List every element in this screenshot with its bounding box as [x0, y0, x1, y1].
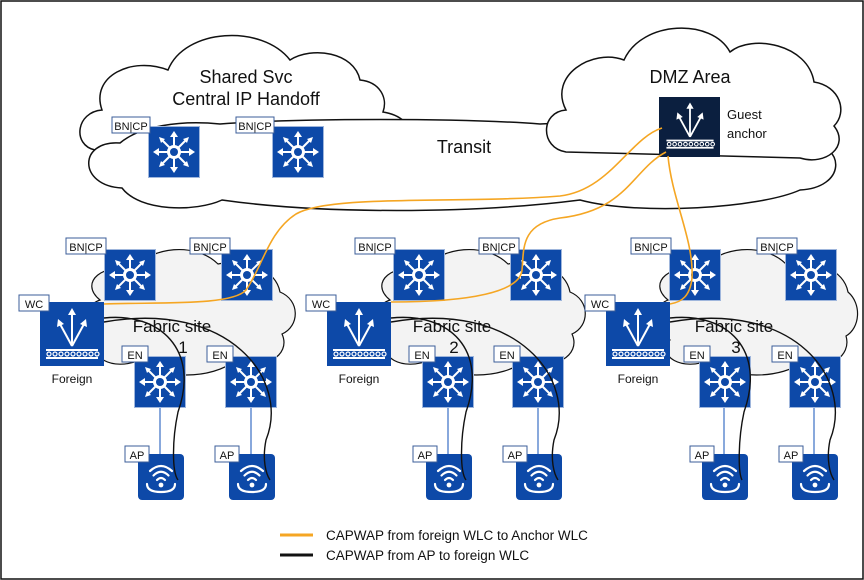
foreign-label: Foreign: [339, 372, 380, 386]
legend-black-label: CAPWAP from AP to foreign WLC: [326, 548, 529, 563]
router-hub-icon: [669, 249, 721, 301]
fabric-site-1-title: Fabric site: [133, 317, 211, 336]
capwap-ap-to-foreign-links: [103, 316, 836, 481]
wc-label: WC: [25, 299, 43, 311]
dmz-cloud: [545, 27, 842, 161]
guest-anchor-wlc: Guest anchor: [659, 97, 767, 157]
router-hub-icon: [272, 126, 324, 178]
en-label: EN: [212, 350, 227, 362]
fabric-site-1-number: 1: [178, 338, 187, 357]
site-3-devices: BN|CP BN|CP WC Foreign EN EN AP AP: [584, 237, 841, 500]
en-label: EN: [689, 350, 704, 362]
legend: CAPWAP from foreign WLC to Anchor WLC CA…: [280, 528, 588, 563]
ap-label: AP: [695, 450, 710, 462]
en-label: EN: [127, 350, 142, 362]
router-hub-icon: [510, 249, 562, 301]
bncp-label: BN|CP: [358, 242, 391, 254]
ap-label: AP: [418, 450, 433, 462]
bncp-label: BN|CP: [760, 242, 793, 254]
shared-cloud-title-1: Shared Svc: [199, 67, 292, 87]
bncp-label: BN|CP: [114, 121, 147, 133]
wc-label: WC: [591, 299, 609, 311]
bncp-label: BN|CP: [69, 242, 102, 254]
router-hub-icon: [225, 356, 277, 408]
shared-bncp-node-1: BN|CP: [111, 116, 200, 178]
ap-label: AP: [220, 450, 235, 462]
guest-anchor-label-2: anchor: [727, 126, 767, 141]
router-hub-icon: [512, 356, 564, 408]
router-hub-icon: [134, 356, 186, 408]
legend-orange-label: CAPWAP from foreign WLC to Anchor WLC: [326, 528, 588, 543]
en-label: EN: [777, 350, 792, 362]
guest-anchor-label-1: Guest: [727, 107, 762, 122]
site-1-devices: BN|CP BN|CP WC Foreign EN EN AP AP: [18, 237, 277, 500]
en-label: EN: [499, 350, 514, 362]
router-hub-icon: [104, 249, 156, 301]
shared-bncp-node-2: BN|CP: [235, 116, 324, 178]
ap-label: AP: [784, 450, 799, 462]
bncp-label: BN|CP: [238, 121, 271, 133]
bncp-label: BN|CP: [193, 242, 226, 254]
foreign-label: Foreign: [52, 372, 93, 386]
transit-cloud-title: Transit: [437, 137, 491, 157]
dmz-cloud-title: DMZ Area: [649, 67, 731, 87]
router-hub-icon: [785, 249, 837, 301]
site-2-devices: BN|CP BN|CP WC Foreign EN EN AP AP: [305, 237, 564, 500]
fabric-site-3-title: Fabric site: [695, 317, 773, 336]
router-hub-icon: [699, 356, 751, 408]
fabric-site-2-number: 2: [449, 338, 458, 357]
router-hub-icon: [148, 126, 200, 178]
shared-cloud-title-2: Central IP Handoff: [172, 89, 320, 109]
router-hub-icon: [422, 356, 474, 408]
wc-label: WC: [312, 299, 330, 311]
en-label: EN: [414, 350, 429, 362]
bncp-label: BN|CP: [634, 242, 667, 254]
router-hub-icon: [789, 356, 841, 408]
ap-label: AP: [130, 450, 145, 462]
foreign-label: Foreign: [618, 372, 659, 386]
bncp-label: BN|CP: [482, 242, 515, 254]
capwap-foreign-to-anchor-links: [103, 127, 693, 305]
router-hub-icon: [393, 249, 445, 301]
fabric-site-3-number: 3: [731, 338, 740, 357]
ap-uplinks: [159, 408, 815, 454]
ap-label: AP: [508, 450, 523, 462]
router-hub-icon: [221, 249, 273, 301]
